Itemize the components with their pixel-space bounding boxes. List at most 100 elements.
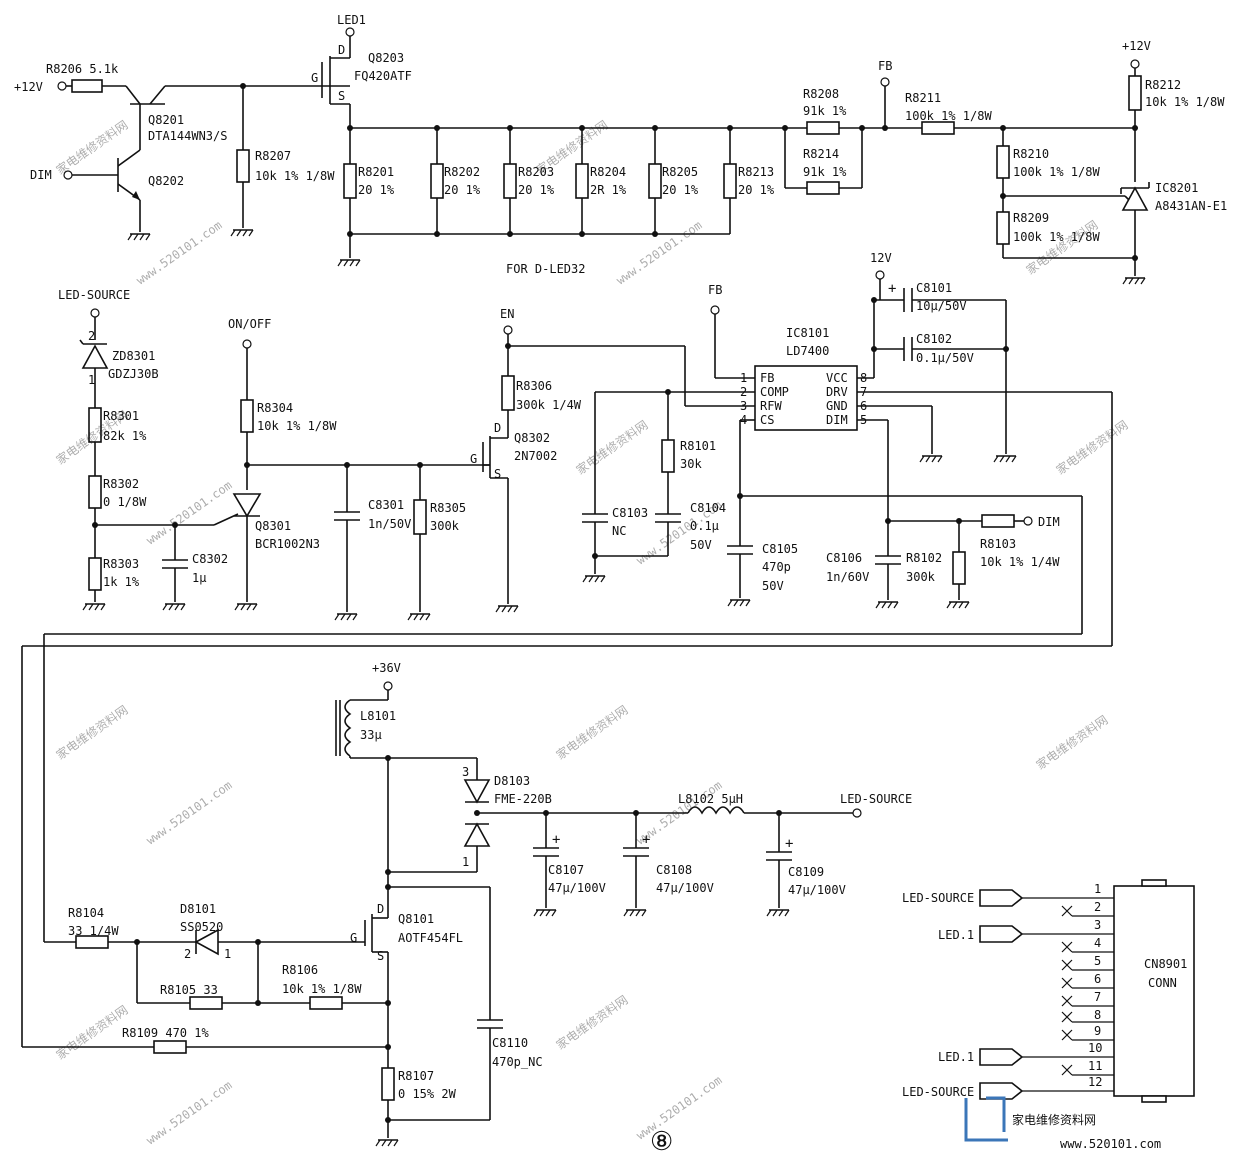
r8202-label: R8202 xyxy=(444,165,480,179)
logo-text: 家电维修资料网 xyxy=(1012,1112,1096,1127)
r8213-resistor xyxy=(723,125,737,234)
ground-symbol xyxy=(334,613,358,621)
r8106-value: 10k 1% 1/8W xyxy=(282,982,362,996)
svg-text:家电维修资料网: 家电维修资料网 xyxy=(1023,217,1100,277)
r8306-resistor xyxy=(501,375,515,411)
q8302-pin-g: G xyxy=(470,452,477,466)
cn8901-name: CN8901 xyxy=(1144,957,1187,971)
ground-symbol xyxy=(407,613,431,621)
r8301-value: 82k 1% xyxy=(103,429,147,443)
led-source-terminal-mid xyxy=(90,308,100,318)
c8301-label: C8301 xyxy=(368,498,404,512)
r8202-resistor xyxy=(430,125,444,237)
ground-symbol xyxy=(495,605,519,613)
c8107-value: 47μ/100V xyxy=(548,881,606,895)
r8205-resistor xyxy=(648,125,662,237)
led-driver-middle-section: LED-SOURCE 2 1 ZD8301 GDZJ30B R8301 82k … xyxy=(21,251,1113,1047)
q8301-part: BCR1002N3 xyxy=(255,537,320,551)
r8205-value: 20 1% xyxy=(662,183,699,197)
r8204-resistor xyxy=(575,125,589,237)
r8304-label: R8304 xyxy=(257,401,293,415)
r8210-resistor xyxy=(996,145,1010,179)
c8105-value: 470p xyxy=(762,560,791,574)
r8101-resistor xyxy=(661,439,675,473)
svg-text:4: 4 xyxy=(1094,936,1101,950)
svg-text:GND: GND xyxy=(826,399,848,413)
svg-text:家电维修资料网: 家电维修资料网 xyxy=(53,1002,130,1062)
l8101-label: L8101 xyxy=(360,709,396,723)
zd8301-pin1: 1 xyxy=(88,373,95,387)
dim-label-mid: DIM xyxy=(1038,515,1060,529)
dim-label: DIM xyxy=(30,168,52,182)
cn8901-nc-marks xyxy=(1061,905,1073,1076)
r8305-value: 300k xyxy=(430,519,460,533)
plus12v-terminal xyxy=(57,81,67,91)
r8303-resistor xyxy=(88,557,102,591)
c8301-value: 1n/50V xyxy=(368,517,411,531)
boost-stage-bottom-section: +36V L8101 33μ 3 1 D8103 FME-220B xyxy=(22,661,912,1157)
c8109-value: 47μ/100V xyxy=(788,883,846,897)
svg-text:家电维修资料网: 家电维修资料网 xyxy=(553,992,630,1052)
d8103-pin3: 3 xyxy=(462,765,469,779)
c8302-label: C8302 xyxy=(192,552,228,566)
r8101-value: 30k xyxy=(680,457,702,471)
r8202-value: 20 1% xyxy=(444,183,481,197)
r8306-label: R8306 xyxy=(516,379,552,393)
plus12v-label-right: +12V xyxy=(1122,39,1151,53)
svg-text:1: 1 xyxy=(740,371,747,385)
ground-symbol xyxy=(533,909,557,917)
d8103-dual-diode xyxy=(463,779,491,847)
r8201-resistor xyxy=(343,125,357,237)
site-logo: 家电维修资料网 www.520101.com xyxy=(964,1096,1161,1151)
led-source-label-mid: LED-SOURCE xyxy=(58,288,130,302)
svg-text:家电维修资料网: 家电维修资料网 xyxy=(53,702,130,762)
svg-text:家电维修资料网: 家电维修资料网 xyxy=(1053,417,1130,477)
d8103-label: D8103 xyxy=(494,774,530,788)
on-off-terminal xyxy=(242,339,252,349)
svg-text:5: 5 xyxy=(1094,954,1101,968)
r8305-label: R8305 xyxy=(430,501,466,515)
d8103-part: FME-220B xyxy=(494,792,552,806)
c8109-label: C8109 xyxy=(788,865,824,879)
r8305-resistor xyxy=(413,499,427,535)
r8207-resistor xyxy=(236,149,250,183)
r8301-label: R8301 xyxy=(103,409,139,423)
c8108-capacitor: + xyxy=(623,813,650,908)
r8208-value: 91k 1% xyxy=(803,104,847,118)
c8107-capacitor: + xyxy=(533,813,560,908)
r8212-value: 10k 1% 1/8W xyxy=(1145,95,1225,109)
q8302-mosfet xyxy=(482,436,508,479)
signal-flag-led1-3 xyxy=(979,925,1024,943)
q8301-label: Q8301 xyxy=(255,519,291,533)
signal-flag-led1-11 xyxy=(979,1048,1024,1066)
ground-symbol xyxy=(919,455,943,463)
q8101-label: Q8101 xyxy=(398,912,434,926)
d8101-part: SS0520 xyxy=(180,920,223,934)
c8102-capacitor xyxy=(903,337,913,361)
r8102-label: R8102 xyxy=(906,551,942,565)
r8102-resistor xyxy=(952,551,966,585)
q8302-pin-s: S xyxy=(494,467,501,481)
cn8901-type: CONN xyxy=(1148,976,1177,990)
cn8901-pin-numbers: 1 2 3 4 5 6 7 8 9 10 11 12 xyxy=(1088,882,1102,1089)
r8201-label: R8201 xyxy=(358,165,394,179)
fb-terminal-mid xyxy=(710,305,720,315)
r8306-value: 300k 1/4W xyxy=(516,398,582,412)
r8207-label: R8207 xyxy=(255,149,291,163)
c8110-value: 470p_NC xyxy=(492,1055,543,1069)
c8110-label: C8110 xyxy=(492,1036,528,1050)
led-source-terminal-bottom xyxy=(852,808,862,818)
c8102-label: C8102 xyxy=(916,332,952,346)
svg-text:家电维修资料网: 家电维修资料网 xyxy=(1033,712,1110,772)
r8303-value: 1k 1% xyxy=(103,575,140,589)
svg-text:www.520101.com: www.520101.com xyxy=(614,218,705,287)
r8302-label: R8302 xyxy=(103,477,139,491)
q8302-label: Q8302 xyxy=(514,431,550,445)
c8302-value: 1μ xyxy=(192,571,206,585)
q8203-pin-g: G xyxy=(311,71,318,85)
led1-label: LED1 xyxy=(337,13,366,27)
c8102-value: 0.1μ/50V xyxy=(916,351,974,365)
fb-terminal-top xyxy=(880,77,890,87)
led-source-label-bottom: LED-SOURCE xyxy=(840,792,912,806)
l8101-value: 33μ xyxy=(360,728,382,742)
